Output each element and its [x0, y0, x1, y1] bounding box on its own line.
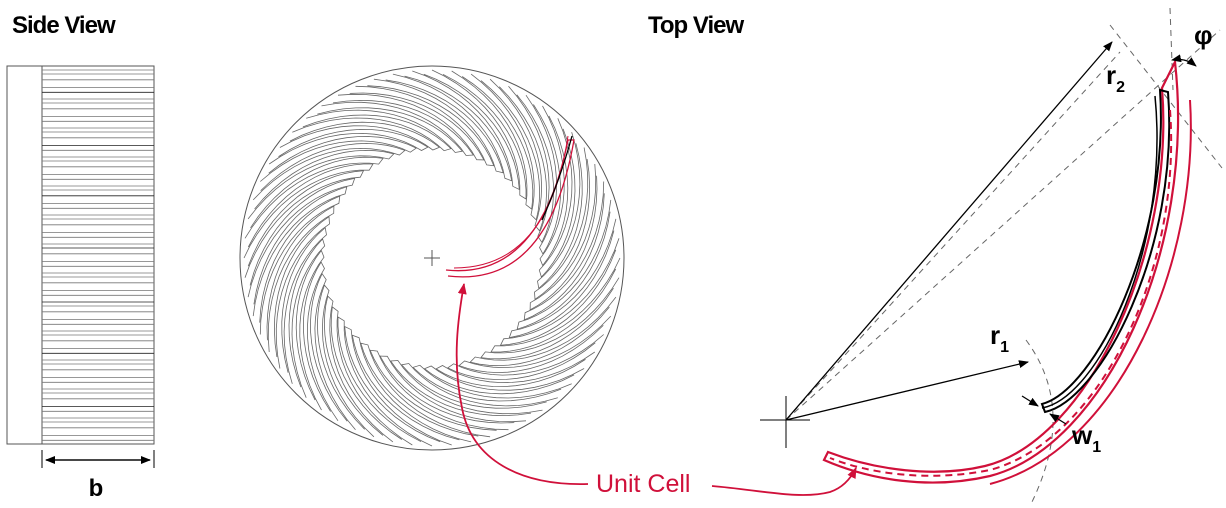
r2-label: r2: [1106, 60, 1125, 96]
rotor-blade: [288, 238, 326, 398]
rotor-blade: [412, 364, 572, 402]
rotor-blade: [412, 70, 520, 191]
rotor-blade: [469, 296, 617, 367]
rotor-blade: [355, 85, 495, 167]
unit-cell-detail: r2 r1 w1 φ: [760, 7, 1223, 507]
rotor-blade: [508, 86, 554, 244]
side-view: b: [6, 65, 155, 502]
side-view-blade-stack: [41, 65, 155, 445]
rotor-blade: [508, 218, 617, 339]
rotor-blade: [351, 334, 472, 443]
rotor-top-view: [239, 65, 625, 451]
w1-arrow: [1021, 395, 1039, 407]
rotor-blade: [360, 342, 491, 438]
rotor-blade: [451, 70, 534, 210]
rotor-blade: [281, 226, 327, 384]
rotor-blade: [310, 272, 356, 430]
top-view-title: Top View: [648, 12, 744, 39]
side-view-title: Side View: [12, 12, 116, 39]
rotor-blade: [525, 94, 562, 255]
rotor-blade: [458, 315, 612, 374]
rotor-blade: [316, 284, 375, 438]
rotor-blade: [446, 334, 604, 380]
rotor-center-mark: [424, 250, 440, 266]
rotor-blade: [292, 114, 452, 152]
r1-arrow: [785, 360, 1029, 421]
w1-label: w1: [1071, 420, 1101, 456]
rotor-blade: [523, 181, 605, 321]
side-view-blade-lines: [42, 69, 154, 441]
blade-profile: [1040, 88, 1171, 414]
unit-cell-outer-wall: [989, 99, 1192, 485]
rotor-blade: [266, 205, 335, 353]
unit-cell-outline: [822, 58, 1180, 484]
callout-arrow-to-rotor: [455, 283, 589, 485]
rotor-blade: [259, 195, 341, 335]
rotor-blade: [538, 118, 576, 278]
rotor-blade: [295, 249, 325, 411]
channel-centerline: [829, 109, 1173, 477]
rotor-blade: [529, 163, 598, 311]
side-view-hub: [6, 65, 43, 445]
r1-label: r1: [990, 320, 1009, 356]
rotor-blade: [534, 147, 591, 301]
rotor-blade: [489, 78, 548, 232]
rotor-blade: [480, 277, 620, 360]
phi-label: φ: [1194, 20, 1213, 50]
rotor-blades: [243, 69, 621, 447]
rotor-blade: [470, 73, 541, 221]
rotor-blade: [247, 149, 395, 220]
rotor-blade: [321, 99, 475, 156]
rotor-blade: [302, 261, 339, 422]
highlighted-unit-cell: [445, 135, 575, 278]
r2-arrow: [785, 41, 1113, 421]
rotor-blade: [389, 360, 543, 417]
rotor-blade: [431, 69, 527, 200]
unit-cell-label: Unit Cell: [596, 470, 690, 498]
rotor-blade: [499, 238, 620, 346]
rotor-blade: [252, 186, 348, 317]
rotor-blade: [392, 73, 513, 182]
rotor-blade: [268, 128, 429, 165]
rotor-blade: [279, 121, 441, 151]
unit-cell-callout: Unit Cell: [455, 283, 857, 498]
rotor-blade: [369, 349, 509, 431]
rotor-blade: [273, 215, 330, 369]
rotor-blade: [252, 142, 406, 201]
rotor-blade: [260, 136, 418, 182]
rotor-blade: [243, 163, 374, 259]
rotor-blade: [423, 365, 585, 395]
rotor-blade: [400, 363, 558, 409]
rotor-blade: [323, 295, 394, 443]
rotor-blade: [306, 107, 464, 153]
rotor-blade: [373, 78, 504, 174]
rotor-blade: [537, 132, 583, 290]
tangent-construction-line: [1109, 24, 1223, 169]
radial-construction-line: [785, 51, 1121, 421]
rotor-blade: [244, 170, 365, 278]
rotor-blade: [344, 325, 452, 446]
rotor-blade: [247, 177, 356, 298]
rotor-blade: [337, 316, 433, 447]
inner-radius-arc: [1025, 339, 1054, 507]
rotor-blade: [516, 199, 612, 330]
width-label-b: b: [89, 475, 104, 502]
rotor-blade: [330, 306, 413, 446]
rotor-blade: [435, 351, 596, 388]
rotor-blade: [337, 92, 485, 161]
rotor-blade: [244, 156, 384, 239]
callout-arrow-to-detail: [711, 467, 857, 496]
rotor-blade: [490, 257, 621, 353]
